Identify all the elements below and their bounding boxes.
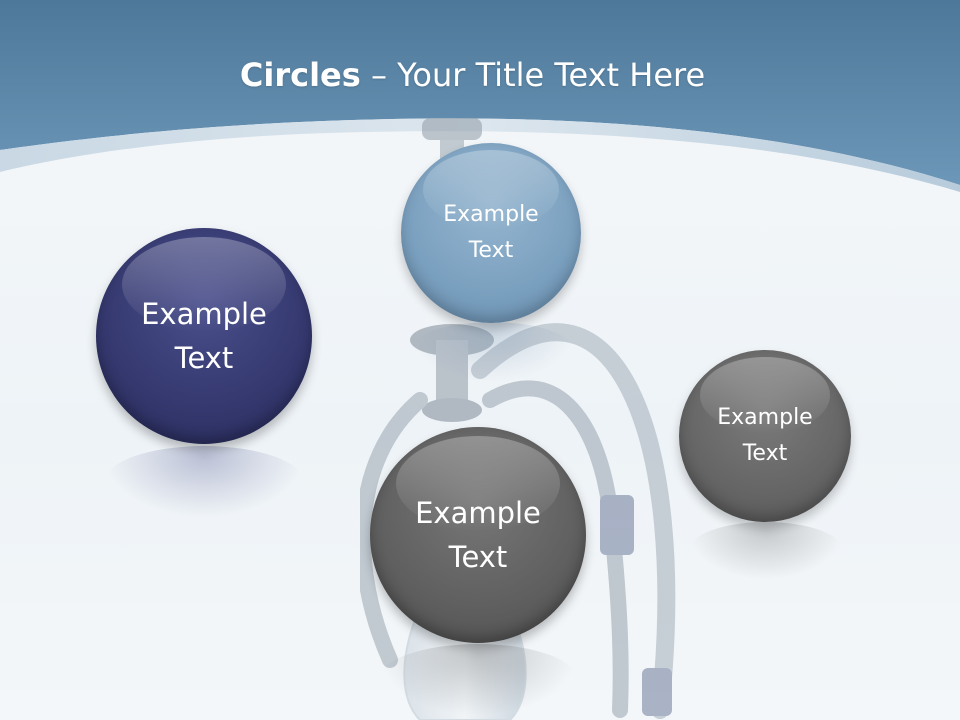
header-wave-background	[0, 0, 960, 192]
slide-title-bold: Circles	[239, 56, 361, 94]
circle-label: Example Text	[415, 496, 541, 574]
circle-label: Example Text	[141, 297, 267, 375]
circle-light-blue[interactable]: Example Text	[401, 143, 581, 323]
circle-label: Example Text	[443, 202, 539, 263]
circle-reflection	[688, 522, 844, 580]
slide-title: Circles – Your Title Text Here	[0, 52, 945, 98]
circle-label: Example Text	[717, 405, 813, 466]
slide-title-text: – Your Title Text Here	[360, 56, 706, 94]
circle-reflection	[104, 446, 304, 518]
circle-gray-small[interactable]: Example Text	[679, 350, 851, 522]
circle-navy[interactable]: Example Text	[96, 228, 312, 444]
circle-gray-large[interactable]: Example Text	[370, 427, 586, 643]
